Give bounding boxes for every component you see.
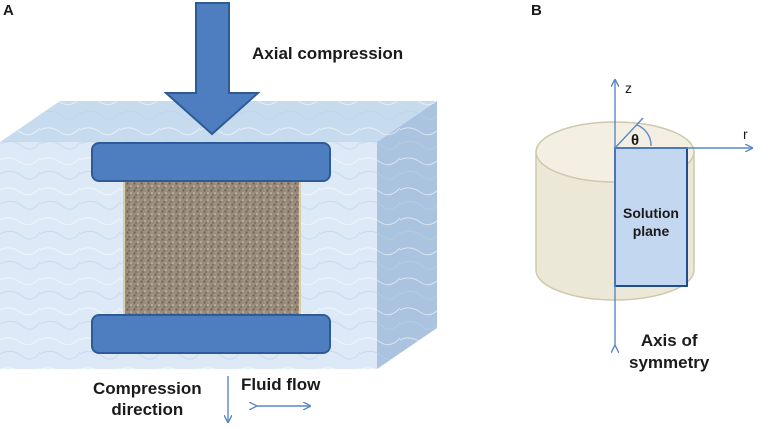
panel-b-letter: B <box>531 2 542 19</box>
compression-direction-line-1: Compression <box>93 379 202 398</box>
r-axis-label: r <box>743 126 748 142</box>
panel-a-letter: A <box>3 2 14 19</box>
compression-direction-label: Compression direction <box>93 378 202 420</box>
solution-plane-label: Solution plane <box>615 204 687 240</box>
solution-plane-line-2: plane <box>632 223 670 239</box>
axial-compression-arrow <box>163 2 261 136</box>
z-axis-label: z <box>625 80 632 96</box>
theta-radius-line <box>614 117 644 149</box>
axis-of-symmetry-line-2: symmetry <box>629 353 710 372</box>
axis-of-symmetry-line-1: Axis of <box>640 331 698 350</box>
fluid-flow-label: Fluid flow <box>241 375 321 394</box>
theta-label: θ <box>631 132 640 149</box>
theta-arc <box>636 124 652 147</box>
axis-of-symmetry-label: Axis of symmetry <box>629 330 709 374</box>
compression-direction-line-2: direction <box>111 400 184 419</box>
solution-plane-line-1: Solution <box>623 205 679 221</box>
top-platen <box>91 142 331 182</box>
sample-core <box>123 180 301 318</box>
bottom-platen <box>91 314 331 354</box>
axial-compression-label: Axial compression <box>252 44 404 63</box>
